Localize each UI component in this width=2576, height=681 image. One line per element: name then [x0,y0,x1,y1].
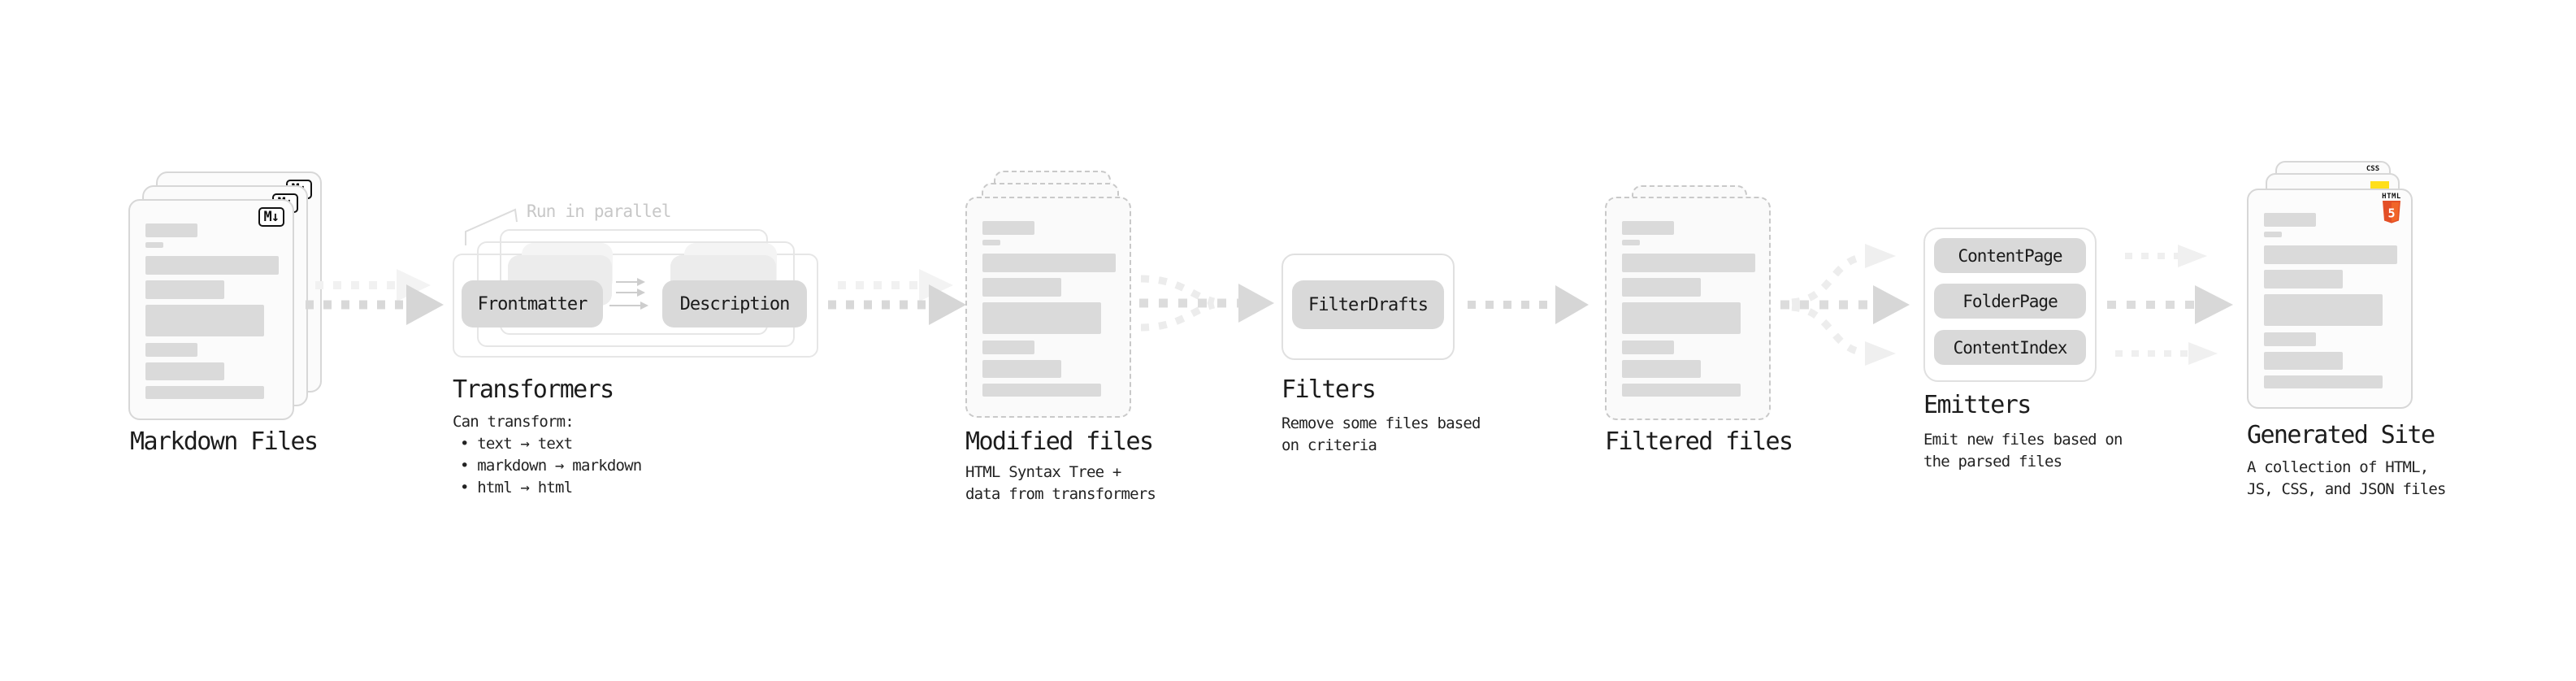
doc-text-line [2264,294,2383,326]
doc-text-line [2264,332,2316,346]
transformer-box-frontmatter: Frontmatter [462,280,603,327]
doc-text-line [1622,278,1701,297]
doc-text-line [1622,340,1674,354]
filters-desc: Remove some files based [1281,414,1481,432]
modified-files-desc: HTML Syntax Tree + [965,463,1121,481]
flow-arrow [828,269,966,325]
doc-text-line [145,343,197,357]
transformers-bullet: • text → text [460,435,573,453]
doc-text-line [2264,375,2383,388]
doc-text-line [1622,360,1701,378]
modified-files-desc: data from transformers [965,485,1156,503]
doc-text-line [145,280,224,299]
doc-text-line [982,254,1116,272]
doc-text-line [982,240,1000,245]
doc-text-line [2264,213,2316,227]
doc-text-line [982,360,1061,378]
emitter-box-folderpage: FolderPage [1934,284,2086,319]
emitter-box-contentpage: ContentPage [1934,238,2086,273]
svg-text:5: 5 [2387,206,2395,221]
doc-text-line [2264,352,2343,370]
stage-label-filtered-files: Filtered files [1605,427,1793,456]
diverge-arrow [1780,244,1910,366]
stage-label-modified-files: Modified files [965,427,1154,456]
doc-text-line [982,302,1101,334]
doc-text-line [145,362,224,380]
doc-text-line [982,278,1061,297]
generated-site-desc: A collection of HTML, [2247,458,2429,476]
emitters-desc: the parsed files [1923,453,2062,471]
emitter-output-arrows [2107,245,2233,365]
doc-text-line [982,340,1034,354]
transformers-bullet: • html → html [460,479,573,497]
doc-text-line [2264,270,2343,288]
callout-line [465,208,518,245]
stage-label-filters: Filters [1281,375,1377,404]
transformers-bullet: • markdown → markdown [460,457,642,475]
emitter-box-contentindex: ContentIndex [1934,330,2086,365]
doc-text-line [982,221,1034,235]
doc-text-line [145,386,264,399]
emitters-desc: Emit new files based on [1923,431,2123,449]
filters-desc: on criteria [1281,436,1377,454]
doc-text-line [1622,221,1674,235]
generated-site-desc: JS, CSS, and JSON files [2247,480,2447,498]
doc-text-line [1622,240,1640,245]
transformer-frame-front [453,254,818,358]
ghost-flow-arrow [838,269,953,301]
ghost-flow-arrow [315,269,431,301]
doc-text-lines [1622,221,1755,397]
parallel-arrows-icon [609,278,648,310]
stage-label-transformers: Transformers [453,375,614,404]
transformer-box-description: Description [662,280,807,327]
doc-text-lines [2264,213,2397,388]
doc-text-lines [145,223,279,399]
doc-text-line [145,223,197,237]
doc-text-line [1622,254,1755,272]
converge-arrow [1139,275,1274,332]
stage-label-markdown-files: Markdown Files [130,427,319,456]
markdown-file-card-front: M↓ [128,199,294,420]
flow-arrow [1468,285,1589,324]
stage-label-generated-site: Generated Site [2247,421,2435,449]
run-in-parallel-note: Run in parallel [527,202,671,221]
doc-text-lines [982,221,1116,397]
stage-label-emitters: Emitters [1923,391,2032,419]
modified-file-card-front [965,197,1131,418]
doc-text-line [982,384,1101,397]
doc-text-line [1622,384,1741,397]
doc-text-line [1622,302,1741,334]
doc-text-line [2264,232,2282,237]
generated-file-card-html: HTML 5 [2247,189,2413,409]
html5-shield: 5 [2383,201,2400,223]
doc-text-line [145,256,279,275]
transformers-desc-title: Can transform: [453,413,575,431]
html5-icon: HTML 5 [2382,193,2401,223]
doc-text-line [2264,245,2397,264]
doc-text-line [145,305,264,336]
doc-text-line [145,242,163,248]
markdown-icon: M↓ [258,207,284,227]
flow-arrow [306,269,444,325]
filtered-file-card-front [1605,197,1771,420]
filter-box-filterdrafts: FilterDrafts [1292,280,1444,329]
